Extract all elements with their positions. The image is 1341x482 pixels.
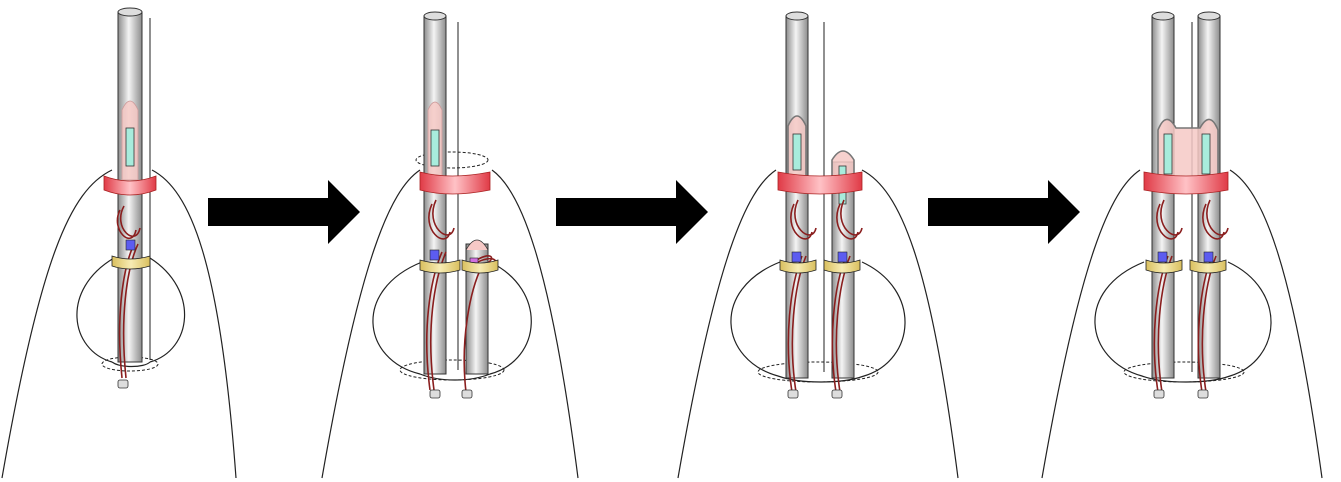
inner-loop: [373, 262, 531, 380]
connector: [788, 390, 798, 398]
stage-3: [678, 12, 958, 478]
cyan-marker: [431, 130, 439, 166]
base-ring: [758, 362, 878, 382]
blue-block: [126, 240, 135, 250]
rod-top: [424, 12, 446, 20]
transition-arrow: [556, 180, 708, 244]
stage-1: [2, 8, 236, 478]
stage-4: [1042, 12, 1322, 478]
transition-arrow: [928, 180, 1080, 244]
base-ring: [1124, 362, 1244, 382]
rod-top: [786, 12, 808, 20]
outer-envelope: [322, 170, 578, 478]
blue-block: [1204, 252, 1213, 262]
transition-arrow: [208, 180, 360, 244]
cyan-marker: [1202, 134, 1210, 174]
connector: [118, 380, 128, 388]
outer-envelope: [678, 170, 958, 478]
connector: [832, 390, 842, 398]
outer-envelope: [1042, 170, 1322, 478]
connector: [1198, 390, 1208, 398]
red-band: [420, 172, 490, 194]
rod-top: [118, 8, 142, 16]
rod-2: [1198, 16, 1220, 378]
blue-block: [838, 252, 847, 262]
red-band: [778, 172, 862, 194]
inner-loop: [1095, 262, 1271, 382]
cyan-marker: [793, 134, 801, 170]
rod-top: [1152, 12, 1174, 20]
inner-loop: [731, 262, 905, 382]
stage-2: [322, 12, 578, 478]
cyan-marker: [126, 128, 134, 166]
blue-block: [430, 250, 439, 260]
cyan-marker: [1164, 134, 1172, 174]
blue-block: [1158, 252, 1167, 262]
connector: [430, 390, 440, 398]
connector: [1154, 390, 1164, 398]
rod-2-top: [1198, 12, 1220, 20]
rod-2-cap: [466, 240, 488, 250]
connector: [462, 390, 472, 398]
blue-block: [792, 252, 801, 262]
